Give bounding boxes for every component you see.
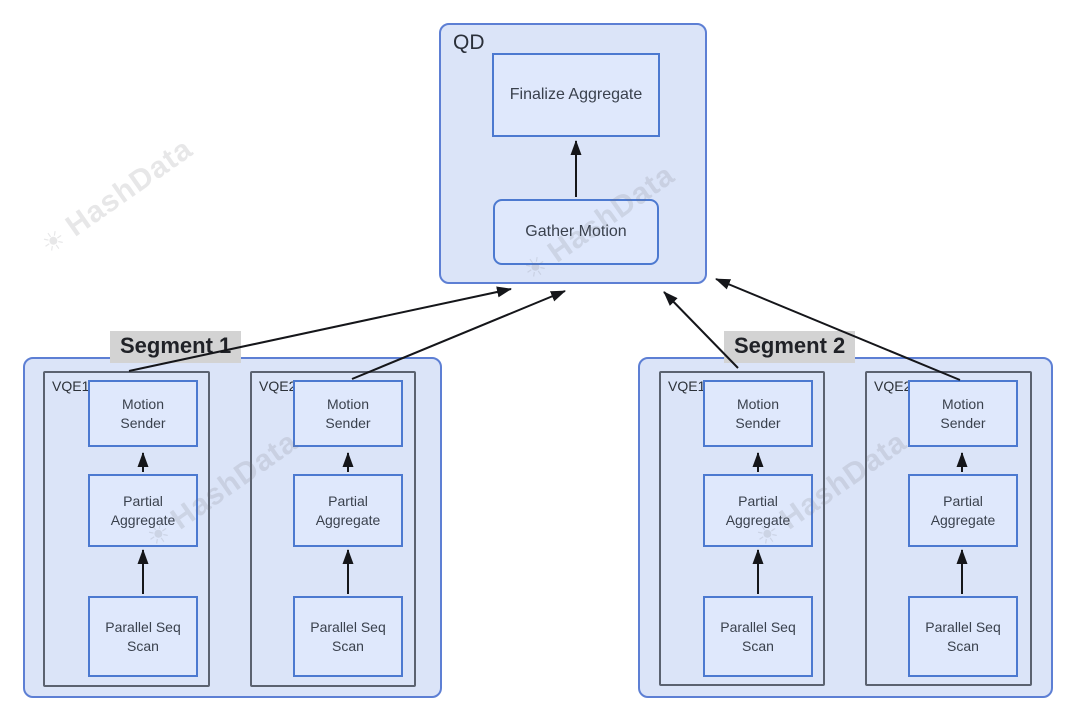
partial-aggregate-node: Partial Aggregate — [293, 474, 403, 547]
partial-aggregate-node: Partial Aggregate — [703, 474, 813, 547]
finalize-aggregate-node: Finalize Aggregate — [492, 53, 660, 137]
gather-motion-node: Gather Motion — [493, 199, 659, 265]
segment2-vqe2-label: VQE2 — [874, 378, 912, 394]
motion-sender-node: Motion Sender — [908, 380, 1018, 447]
partial-aggregate-node: Partial Aggregate — [908, 474, 1018, 547]
segment1-vqe1-box: VQE1 — [43, 371, 210, 687]
segment2-vqe1-label: VQE1 — [668, 378, 706, 394]
segment1-vqe2-box: VQE2 — [250, 371, 416, 687]
segment1-vqe2-label: VQE2 — [259, 378, 297, 394]
segment1-vqe1-label: VQE1 — [52, 378, 90, 394]
parallel-seq-scan-node: Parallel Seq Scan — [88, 596, 198, 677]
motion-sender-node: Motion Sender — [293, 380, 403, 447]
watermark: ☀ HashData — [34, 132, 199, 262]
segment1-label: Segment 1 — [110, 331, 242, 364]
parallel-seq-scan-node: Parallel Seq Scan — [703, 596, 813, 677]
partial-aggregate-node: Partial Aggregate — [88, 474, 198, 547]
motion-sender-node: Motion Sender — [703, 380, 813, 447]
qd-label: QD — [453, 31, 485, 54]
watermark-text: HashData — [59, 132, 199, 244]
parallel-seq-scan-node: Parallel Seq Scan — [908, 596, 1018, 677]
hashdata-logo-icon: ☀ — [35, 221, 73, 260]
parallel-seq-scan-node: Parallel Seq Scan — [293, 596, 403, 677]
motion-sender-node: Motion Sender — [88, 380, 198, 447]
segment2-label: Segment 2 — [724, 331, 856, 364]
